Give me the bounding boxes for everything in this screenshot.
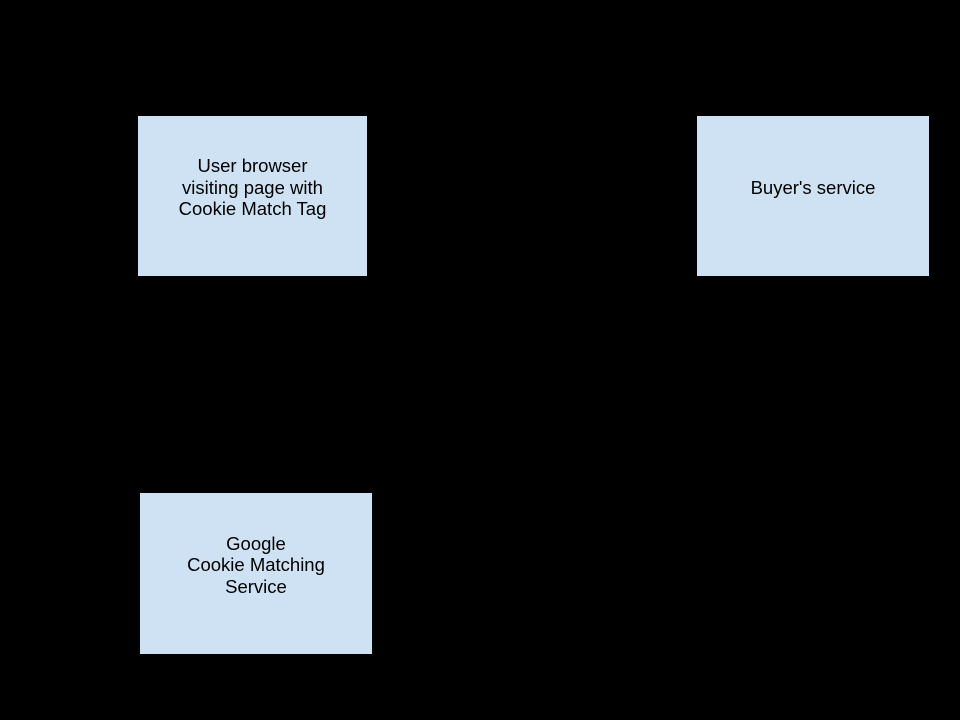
node-user-browser: User browser visiting page with Cookie M… [137,115,368,277]
node-google-cookie-matching-service: Google Cookie Matching Service [139,492,373,655]
node-buyers-service: Buyer's service [696,115,930,277]
label-line: visiting page with [182,176,323,198]
node-buyers-service-label: Buyer's service [751,177,876,199]
label-line: Cookie Matching [187,554,325,576]
label-line: Buyer's service [750,176,876,198]
node-user-browser-label: User browser visiting page with Cookie M… [179,155,327,220]
label-line: User browser [197,155,308,177]
label-line: Cookie Match Tag [178,198,327,220]
node-google-cookie-matching-service-label: Google Cookie Matching Service [187,533,325,598]
label-line: Google [226,532,286,554]
label-line: Service [225,575,287,597]
